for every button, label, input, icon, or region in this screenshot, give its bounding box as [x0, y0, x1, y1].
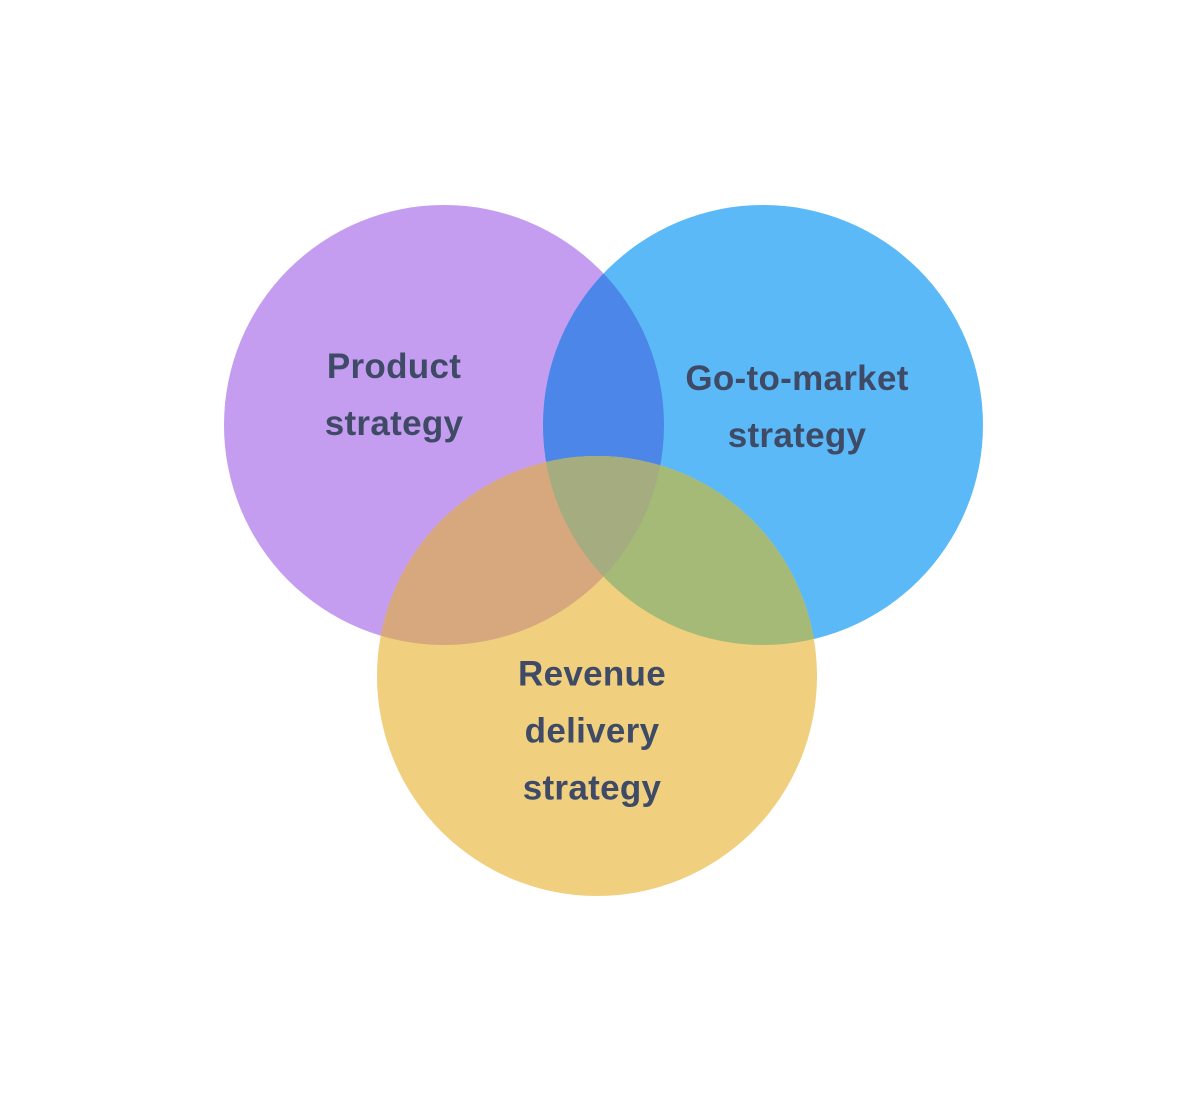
overlap-product-revenue: [377, 456, 664, 645]
revenue-delivery-strategy-label: Revenue delivery strategy: [518, 654, 666, 808]
product-strategy-label: Product strategy: [324, 347, 464, 443]
go-to-market-strategy-label: Go-to-market strategy: [685, 359, 909, 455]
overlap-gtm-revenue: [543, 456, 817, 645]
